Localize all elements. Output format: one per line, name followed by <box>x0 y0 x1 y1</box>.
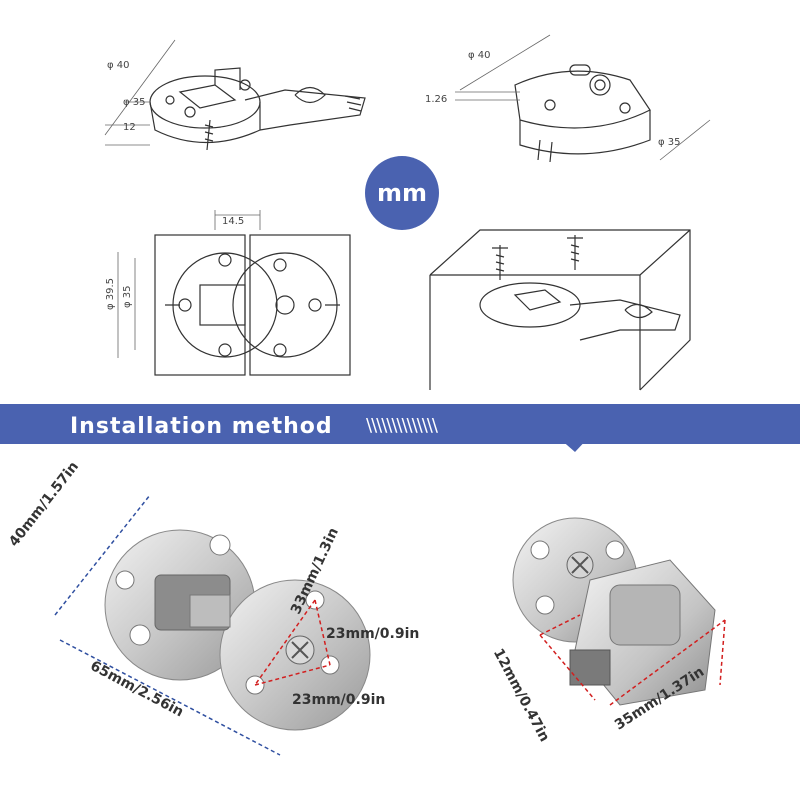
dim-height-tl: 12 <box>123 122 136 133</box>
dim-width-ml: 14.5 <box>222 216 244 227</box>
dim-dia-outer-ml: φ 39.5 <box>105 278 116 310</box>
dim-dia-outer-tl: φ 40 <box>107 60 130 71</box>
hinge-top-view-drawing: 14.5 φ 35 φ 39.5 <box>105 210 351 376</box>
dim-dia-outer-tr: φ 40 <box>468 50 491 61</box>
cup-perspective-drawing: φ 40 1.26 φ 35 <box>425 34 711 163</box>
label-hole-bottom: 23mm/0.9in <box>292 692 386 708</box>
hinge-perspective-drawing: φ 40 φ 35 12 <box>104 39 366 151</box>
banner-title: Installation method <box>70 414 333 439</box>
hinge-photo-right <box>512 517 726 706</box>
hinge-installed-drawing <box>429 229 691 391</box>
dim-dia-inner-tl: φ 35 <box>123 97 146 108</box>
unit-badge: mm <box>365 156 439 230</box>
banner-slashes: \\\\\\\\\\\\\\ <box>366 415 438 436</box>
dim-dia-inner-ml: φ 35 <box>122 286 133 309</box>
hinge-photo-left <box>54 494 371 756</box>
dim-offset-tr: 1.26 <box>425 94 447 105</box>
dim-dia-inner-tr: φ 35 <box>658 137 681 148</box>
label-hole-right: 23mm/0.9in <box>326 626 420 642</box>
section-banner <box>0 404 800 452</box>
